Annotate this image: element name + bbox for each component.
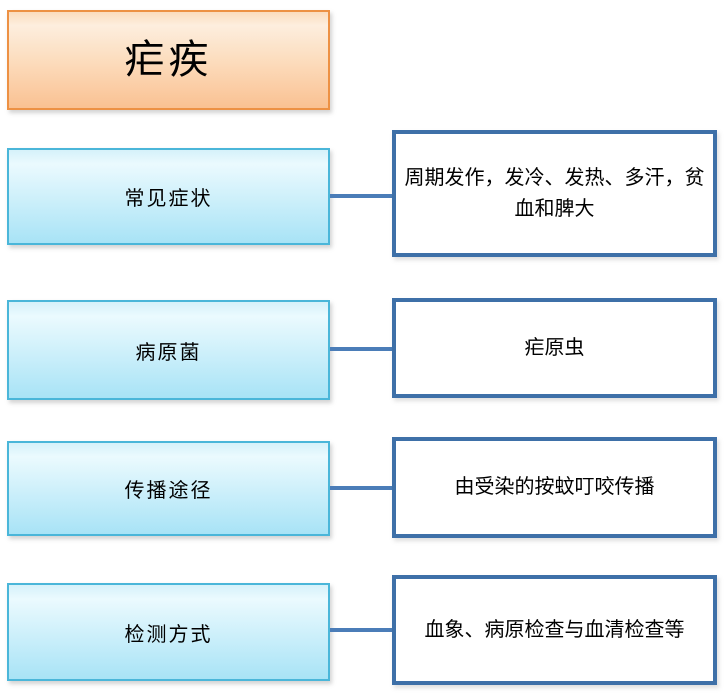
category-box-detection: 检测方式 bbox=[7, 583, 330, 681]
category-label: 检测方式 bbox=[124, 623, 213, 646]
title-box: 疟疾 bbox=[7, 10, 330, 110]
detail-text: 疟原虫 bbox=[524, 336, 585, 359]
detail-box-detection: 血象、病原检查与血清检查等 bbox=[392, 575, 717, 685]
connector-line bbox=[330, 486, 392, 490]
category-label: 传播途径 bbox=[124, 480, 213, 502]
detail-box-pathogen: 疟原虫 bbox=[392, 298, 717, 398]
connector-line bbox=[330, 628, 392, 632]
category-box-symptoms: 常见症状 bbox=[7, 148, 330, 245]
detail-text: 由受染的按蚊叮咬传播 bbox=[454, 476, 655, 498]
detail-text: 周期发作，发冷、发热、多汗，贫血和脾大 bbox=[404, 166, 705, 220]
connector-line bbox=[330, 194, 392, 198]
detail-box-symptoms: 周期发作，发冷、发热、多汗，贫血和脾大 bbox=[392, 130, 717, 257]
connector-line bbox=[330, 347, 392, 351]
category-box-pathogen: 病原菌 bbox=[7, 300, 330, 400]
category-box-transmission: 传播途径 bbox=[7, 441, 330, 536]
category-label: 常见症状 bbox=[124, 188, 213, 210]
diagram-title: 疟疾 bbox=[124, 37, 213, 82]
category-label: 病原菌 bbox=[135, 341, 202, 364]
detail-box-transmission: 由受染的按蚊叮咬传播 bbox=[392, 437, 717, 538]
detail-text: 血象、病原检查与血清检查等 bbox=[424, 618, 685, 641]
